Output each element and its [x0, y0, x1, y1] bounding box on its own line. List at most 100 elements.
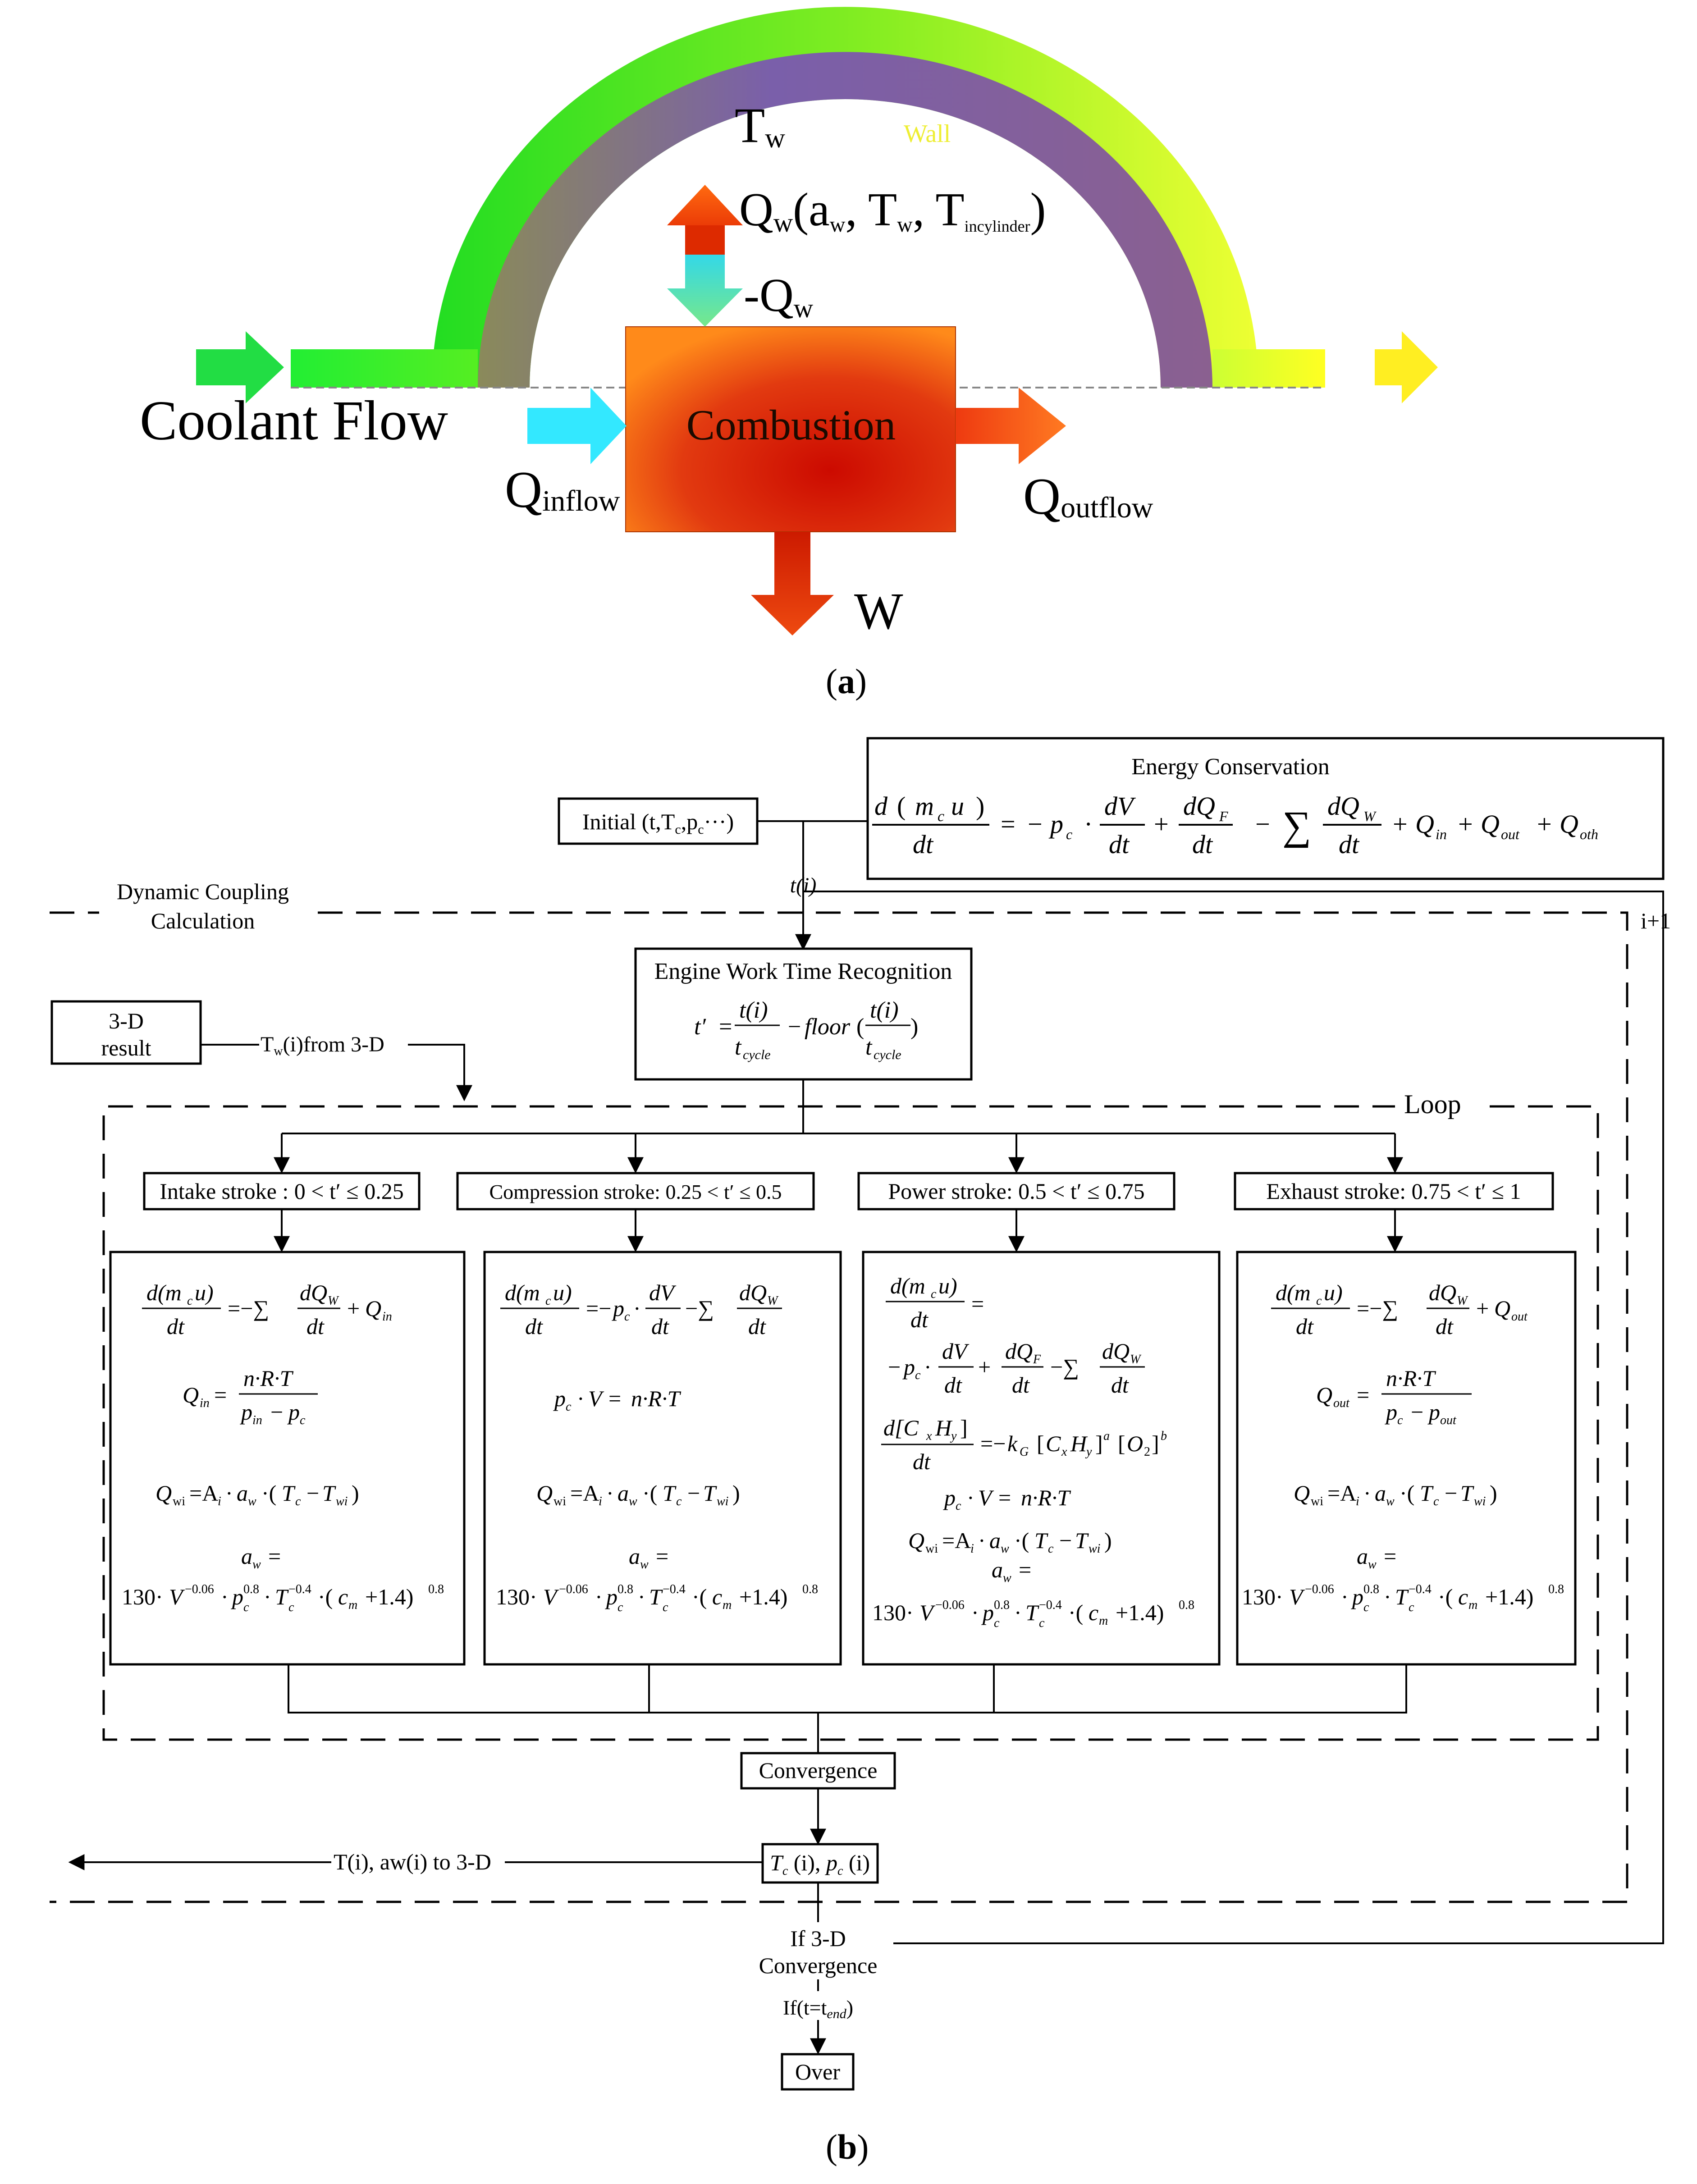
svg-text:·(: ·(: [1438, 1584, 1453, 1609]
svg-text:T: T: [275, 1584, 289, 1609]
svg-text:+: +: [1154, 809, 1169, 839]
svg-text:in: in: [1436, 826, 1447, 842]
svg-text:F: F: [1219, 808, 1228, 824]
svg-text:in: in: [252, 1413, 262, 1427]
svg-text:wi: wi: [1089, 1542, 1100, 1556]
energy-conservation-box: [866, 737, 1665, 880]
svg-text:V: V: [1289, 1584, 1305, 1609]
convergence-label: Convergence: [759, 1758, 878, 1783]
svg-text:=: =: [998, 1485, 1011, 1510]
svg-text:w: w: [1368, 1558, 1377, 1572]
q-outflow-label: Qoutflow: [1023, 468, 1153, 525]
svg-text:p: p: [1427, 1399, 1440, 1425]
svg-text:Q: Q: [1481, 809, 1500, 839]
svg-text:p: p: [240, 1399, 252, 1425]
svg-text:Q: Q: [183, 1382, 199, 1407]
three-d-label-1: 3-D: [109, 1008, 144, 1033]
svg-text:c: c: [1066, 826, 1072, 842]
svg-text:m: m: [915, 791, 934, 821]
svg-text:dV: dV: [649, 1280, 677, 1305]
svg-text:x: x: [926, 1429, 932, 1443]
svg-text:·(: ·(: [642, 1480, 657, 1506]
svg-text:W: W: [328, 1294, 339, 1308]
svg-text:Q: Q: [1316, 1382, 1332, 1407]
svg-text:+: +: [1458, 809, 1473, 839]
svg-text:i: i: [599, 1494, 602, 1508]
svg-text:Q: Q: [1560, 809, 1578, 839]
engine-title: Engine Work Time Recognition: [654, 959, 952, 984]
svg-text:dt: dt: [944, 1372, 962, 1398]
svg-text:): ): [732, 1480, 740, 1506]
svg-text:=: =: [214, 1382, 227, 1407]
svg-text:0.8: 0.8: [428, 1582, 444, 1596]
svg-text:floor: floor: [805, 1014, 851, 1040]
svg-text:wi: wi: [717, 1494, 728, 1508]
svg-text:u: u: [951, 791, 964, 821]
svg-text:·(: ·(: [261, 1480, 276, 1506]
svg-text:−0.4: −0.4: [1039, 1598, 1062, 1612]
svg-text:=: =: [268, 1544, 281, 1569]
svg-text:): ): [1104, 1528, 1112, 1553]
svg-text:c: c: [288, 1600, 294, 1614]
svg-text:dQ: dQ: [739, 1280, 767, 1305]
svg-text:dt: dt: [1192, 830, 1213, 859]
svg-text:·: ·: [577, 1386, 585, 1411]
svg-text:y: y: [950, 1429, 957, 1443]
if-t-end-label: If(t=tend): [783, 1996, 853, 2021]
svg-text:t(i): t(i): [870, 997, 899, 1023]
svg-text:c: c: [1089, 1600, 1098, 1625]
svg-text:i: i: [970, 1542, 974, 1556]
svg-text:c: c: [994, 1616, 1000, 1630]
svg-text:130·: 130·: [1242, 1584, 1283, 1609]
svg-text:in: in: [382, 1310, 392, 1324]
svg-text:p: p: [1385, 1399, 1397, 1425]
svg-text:−: −: [788, 1014, 801, 1040]
svg-text:V: V: [169, 1584, 185, 1609]
over-box: [781, 2053, 855, 2091]
svg-text:=A: =A: [189, 1480, 218, 1506]
combustion-label: Combustion: [686, 401, 896, 449]
svg-text:Q: Q: [536, 1480, 553, 1506]
svg-text:=: =: [608, 1386, 621, 1411]
svg-text:cycle: cycle: [743, 1047, 771, 1062]
svg-text:−: −: [270, 1399, 283, 1425]
power-stroke-box: [857, 1172, 1176, 1211]
svg-text:·: ·: [633, 1296, 641, 1321]
svg-text:−: −: [1411, 1399, 1423, 1425]
svg-text:dt: dt: [1012, 1372, 1030, 1398]
svg-text:u): u): [195, 1280, 214, 1305]
wall-arch: [432, 7, 1258, 388]
svg-text:c: c: [1409, 1600, 1414, 1614]
q-inflow-label: Qinflow: [505, 461, 620, 518]
svg-text:c: c: [1458, 1584, 1468, 1609]
svg-text:C: C: [1046, 1431, 1061, 1456]
tc-pc-box: [761, 1843, 879, 1884]
svg-text:−0.4: −0.4: [1409, 1582, 1432, 1596]
svg-text:=: =: [719, 1014, 732, 1040]
svg-text:dt: dt: [306, 1314, 325, 1339]
svg-text:a: a: [992, 1557, 1003, 1582]
wall-label: Wall: [904, 120, 951, 148]
svg-text:=−: =−: [980, 1431, 1006, 1456]
svg-text:+: +: [978, 1354, 991, 1380]
svg-text:c: c: [545, 1294, 551, 1308]
intake-equations-box: [109, 1251, 466, 1666]
svg-text:−: −: [1059, 1528, 1072, 1553]
loop-label-bg: [1395, 1086, 1485, 1122]
svg-text:m: m: [348, 1598, 357, 1612]
svg-text:−: −: [888, 1354, 901, 1380]
over-label: Over: [795, 2059, 840, 2084]
svg-text:O: O: [1127, 1431, 1143, 1456]
svg-text:w: w: [640, 1558, 649, 1572]
svg-text:[: [: [1037, 1431, 1044, 1456]
svg-text:0.8: 0.8: [1548, 1582, 1564, 1596]
svg-text:(: (: [897, 791, 906, 821]
svg-text:T: T: [1420, 1480, 1434, 1506]
dynamic-coupling-region: [50, 911, 1628, 1903]
three-d-label-2: result: [101, 1035, 151, 1060]
svg-text:·: ·: [264, 1584, 271, 1609]
